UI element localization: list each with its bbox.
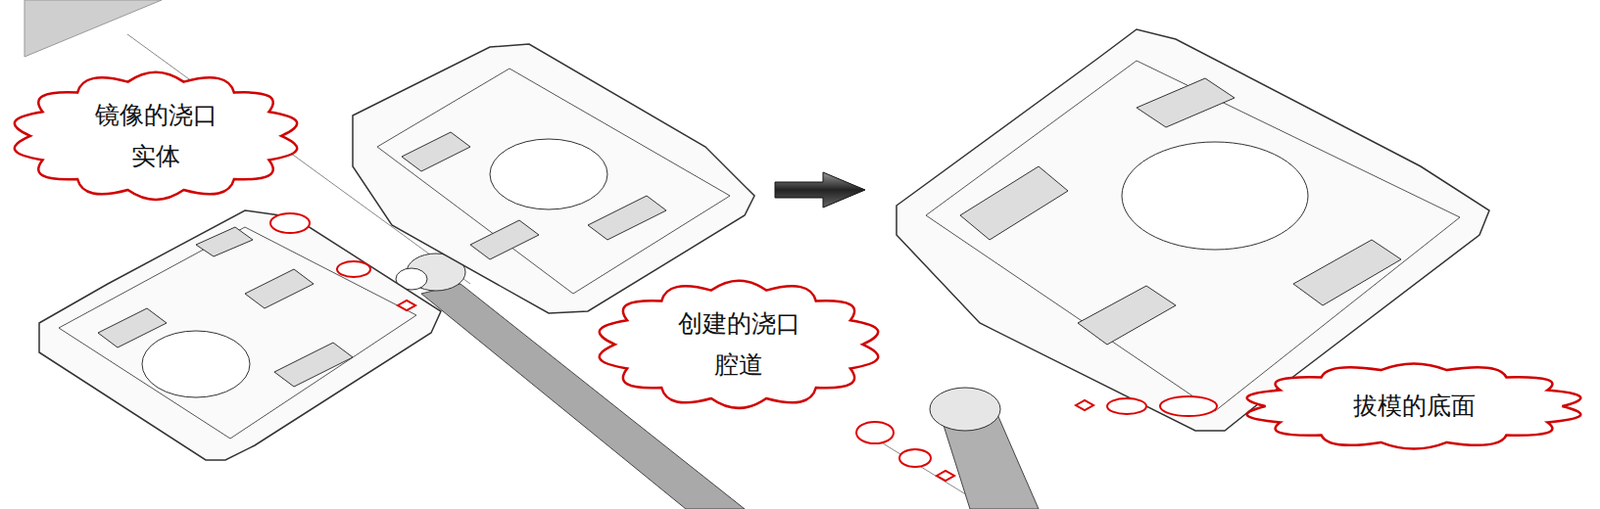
- callout-cloud: 创建的浇口 腔道: [589, 275, 888, 415]
- callout-text: 拔模的底面: [1353, 386, 1476, 428]
- callout-cloud: 拔模的底面: [1236, 358, 1592, 455]
- cloud-tail: [270, 213, 310, 234]
- cloud-tail: [856, 422, 894, 444]
- part-rib: [274, 342, 353, 388]
- part-rib: [960, 166, 1068, 241]
- cloud-text-group: 创建的浇口 腔道: [665, 303, 813, 387]
- part-rib: [1293, 240, 1402, 306]
- cloud-tail: [1160, 396, 1217, 417]
- part-hole: [1121, 142, 1309, 250]
- cloud-tail: [1107, 398, 1147, 415]
- part-rib: [195, 227, 253, 257]
- part-rim: [925, 60, 1460, 412]
- cloud-outline: [589, 275, 888, 415]
- pointer-diamond: [936, 471, 955, 482]
- part-rib: [1077, 286, 1176, 345]
- callout-text: 创建的浇口 腔道: [665, 303, 813, 387]
- part-rib: [470, 220, 539, 260]
- callout-text: 镜像的浇口 实体: [82, 95, 230, 178]
- background-plane: [24, 0, 162, 57]
- pointer-diamond: [1075, 400, 1094, 411]
- cloud-text-group: 拔模的底面: [1353, 386, 1476, 428]
- part-hole: [489, 139, 608, 210]
- part-rim: [377, 68, 730, 294]
- part-rim: [58, 227, 417, 439]
- cloud-shape: [1247, 363, 1582, 449]
- part-rib: [97, 308, 167, 348]
- cloud-shape: [14, 72, 297, 200]
- cloud-outline: [4, 66, 307, 206]
- mirrored-part: [39, 210, 441, 461]
- original-part: [352, 44, 755, 314]
- callout-cloud: 镜像的浇口 实体: [4, 66, 307, 206]
- part-rib: [401, 132, 471, 172]
- part-rib: [587, 195, 667, 241]
- part-rib: [244, 269, 314, 309]
- transition-arrow: [775, 172, 866, 208]
- sprue-cone: [929, 387, 1001, 432]
- cloud-text-group: 镜像的浇口 实体: [82, 95, 230, 178]
- part-rib: [1136, 78, 1235, 128]
- cloud-shape: [599, 281, 878, 409]
- pointer-diamond: [397, 300, 416, 311]
- cloud-tail: [337, 261, 371, 278]
- part-hole: [142, 331, 250, 398]
- cloud-tail: [899, 449, 931, 468]
